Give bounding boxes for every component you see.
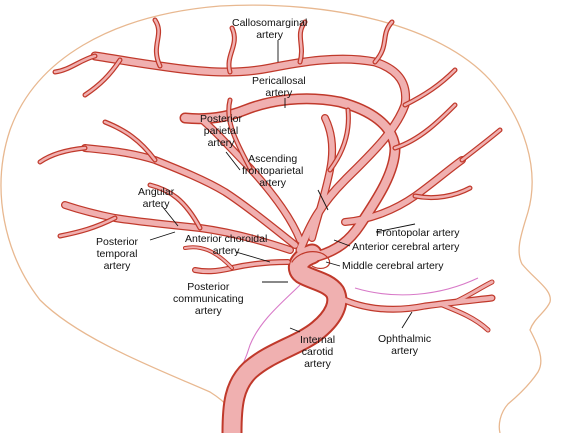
brain-base-outline [354, 277, 479, 296]
leader-internal-carotid [289, 327, 301, 333]
artery-tree-fill [62, 52, 495, 433]
leader-frontopolar [375, 223, 416, 233]
leader-anterior-cerebral [333, 239, 351, 247]
cortical-branches [37, 17, 503, 270]
label-leaders [149, 40, 416, 333]
leader-ascending-frontoparietal [317, 189, 329, 211]
leader-anterior-choroidal [235, 251, 271, 263]
leader-angular [161, 205, 179, 227]
leader-posterior-temporal [149, 231, 176, 241]
leader-ophthalmic [401, 311, 413, 329]
head-outline [0, 4, 551, 433]
leader-middle-cerebral [325, 261, 341, 267]
leader-posterior-parietal [225, 151, 241, 171]
